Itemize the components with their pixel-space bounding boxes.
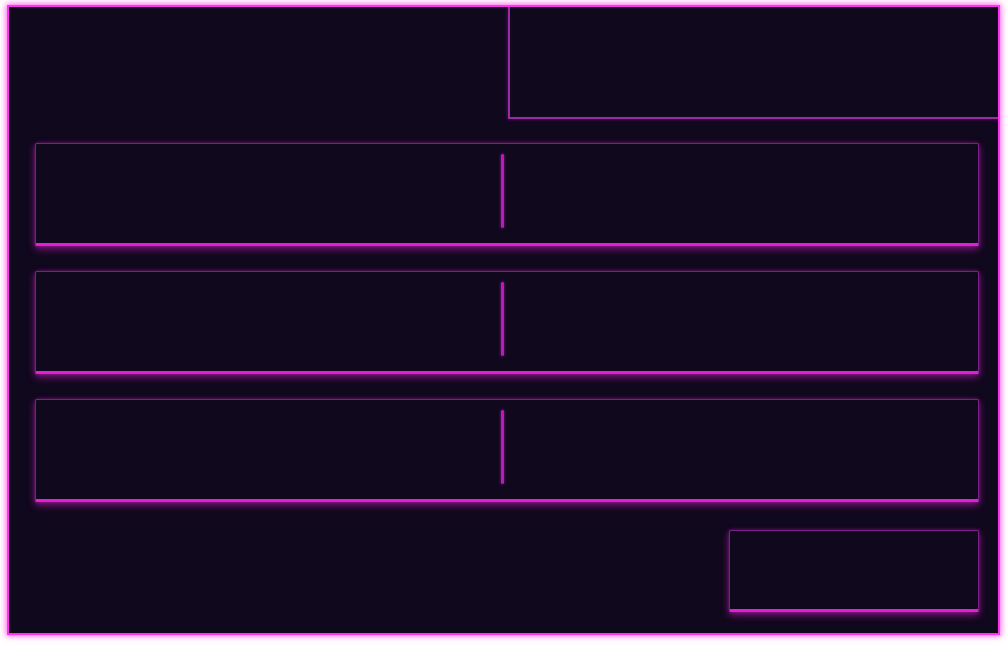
list-row-1[interactable] [35,143,979,246]
app-window [7,5,1000,635]
row-3-divider [501,410,504,484]
header-panel [508,7,998,119]
row-1-divider [501,154,504,228]
action-button[interactable] [729,530,979,612]
row-2-divider [501,282,504,356]
list-row-2[interactable] [35,271,979,374]
list-row-3[interactable] [35,399,979,502]
